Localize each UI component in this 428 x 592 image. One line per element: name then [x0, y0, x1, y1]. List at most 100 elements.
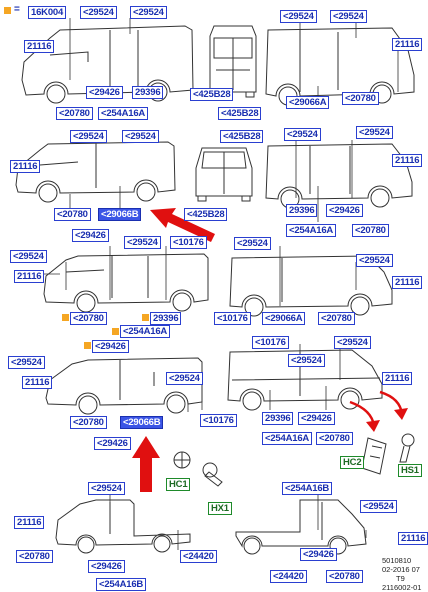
part-label[interactable]: <29524 [80, 6, 117, 19]
drawing-ref: 2116002-01 [382, 583, 422, 592]
drawing-info: 5010810 02-2016 07 T9 2116002-01 [382, 556, 421, 592]
part-label-selected[interactable]: <29066B [98, 208, 142, 221]
part-label[interactable]: <425B28 [190, 88, 234, 101]
van-side-view [265, 143, 413, 200]
part-label[interactable]: <10176 [200, 414, 237, 427]
part-label[interactable]: <29524 [288, 354, 325, 367]
fastener-label[interactable]: HX1 [208, 502, 232, 515]
part-label[interactable]: <20780 [318, 312, 355, 325]
part-label[interactable]: <254A16A [98, 107, 149, 120]
van-side-view [227, 349, 383, 402]
legend-code-label[interactable]: 16K004 [28, 6, 67, 19]
part-label[interactable]: <29524 [356, 126, 393, 139]
part-label[interactable]: <10176 [252, 336, 289, 349]
part-label[interactable]: <254A16A [262, 432, 313, 445]
part-label[interactable]: <29524 [360, 500, 397, 513]
van-side-view [15, 141, 176, 194]
part-label[interactable]: 21116 [398, 532, 428, 545]
drawing-date: 02-2016 07 [382, 565, 420, 574]
part-label[interactable]: <425B28 [184, 208, 228, 221]
part-label[interactable]: <29426 [88, 560, 125, 573]
part-label[interactable]: <29426 [92, 340, 129, 353]
van-rear-view [209, 25, 257, 93]
fastener-label[interactable]: HC1 [166, 478, 191, 491]
part-label[interactable]: 21116 [392, 154, 423, 167]
part-label[interactable]: <29524 [122, 130, 159, 143]
fastener-label[interactable]: HC2 [340, 456, 365, 469]
marker-icon [142, 314, 149, 321]
part-label[interactable]: <20780 [326, 570, 363, 583]
part-label[interactable]: 21116 [14, 516, 45, 529]
part-label[interactable]: <29426 [94, 437, 131, 450]
part-label[interactable]: <20780 [70, 312, 107, 325]
part-label[interactable]: <29524 [166, 372, 203, 385]
part-label[interactable]: 29396 [262, 412, 294, 425]
part-label[interactable]: <29426 [86, 86, 123, 99]
part-label[interactable]: <20780 [54, 208, 91, 221]
part-label[interactable]: 21116 [24, 40, 55, 53]
part-label[interactable]: 29396 [286, 204, 318, 217]
part-label[interactable]: <20780 [56, 107, 93, 120]
van-side-view [229, 255, 393, 308]
part-label[interactable]: 21116 [382, 372, 413, 385]
part-label[interactable]: 21116 [392, 38, 423, 51]
wheel [46, 84, 66, 104]
part-label[interactable]: <20780 [16, 550, 53, 563]
part-label-selected[interactable]: <29066B [120, 416, 164, 429]
part-label[interactable]: 29396 [150, 312, 182, 325]
screw-icon [399, 433, 415, 463]
part-label[interactable]: <10176 [214, 312, 251, 325]
part-label[interactable]: <10176 [170, 236, 207, 249]
part-label[interactable]: 21116 [392, 276, 423, 289]
chassis-cab-view [235, 499, 367, 548]
part-label[interactable]: <20780 [70, 416, 107, 429]
drawing-sheet: T9 [396, 574, 405, 583]
part-label[interactable]: 21116 [10, 160, 41, 173]
part-label[interactable]: 21116 [22, 376, 53, 389]
part-label[interactable]: <29426 [326, 204, 363, 217]
part-label[interactable]: <254A16B [96, 578, 147, 591]
part-label[interactable]: <29066A [262, 312, 306, 325]
marker-icon [112, 328, 119, 335]
red-arrows [132, 208, 408, 492]
part-label[interactable]: <29524 [356, 254, 393, 267]
part-label[interactable]: <254A16A [120, 325, 171, 338]
legend-equals: = [14, 4, 20, 15]
part-label[interactable]: <425B28 [218, 107, 262, 120]
screw-icon [202, 462, 223, 487]
part-label[interactable]: <425B28 [220, 130, 264, 143]
part-label[interactable]: <20780 [352, 224, 389, 237]
part-label[interactable]: 29396 [132, 86, 164, 99]
part-label[interactable]: <29524 [70, 130, 107, 143]
part-label[interactable]: <29524 [10, 250, 47, 263]
part-label[interactable]: <254A16A [286, 224, 337, 237]
part-label[interactable]: <24420 [180, 550, 217, 563]
arrow-icon [150, 208, 215, 242]
part-label[interactable]: <29524 [8, 356, 45, 369]
part-label[interactable]: <24420 [270, 570, 307, 583]
legend-marker [4, 7, 11, 14]
marker-icon [62, 314, 69, 321]
part-label[interactable]: <29524 [130, 6, 167, 19]
part-label[interactable]: <29524 [334, 336, 371, 349]
marker-icon [84, 342, 91, 349]
part-label[interactable]: <29066A [286, 96, 330, 109]
part-label[interactable]: <29426 [298, 412, 335, 425]
part-label[interactable]: <254A16B [282, 482, 333, 495]
part-label[interactable]: <29524 [280, 10, 317, 23]
part-label[interactable]: <20780 [342, 92, 379, 105]
part-label[interactable]: <29426 [72, 229, 109, 242]
part-label[interactable]: <29524 [88, 482, 125, 495]
van-side-view [21, 25, 194, 96]
part-label[interactable]: <29524 [284, 128, 321, 141]
van-side-view [43, 253, 209, 304]
part-label[interactable]: <20780 [316, 432, 353, 445]
part-label[interactable]: 21116 [14, 270, 45, 283]
part-label[interactable]: <29524 [330, 10, 367, 23]
part-label[interactable]: <29426 [300, 548, 337, 561]
part-label[interactable]: <29524 [234, 237, 271, 250]
fastener-label[interactable]: HS1 [398, 464, 422, 477]
chassis-cab-view [55, 499, 191, 546]
van-rear-view [195, 147, 253, 197]
part-label[interactable]: <29524 [124, 236, 161, 249]
